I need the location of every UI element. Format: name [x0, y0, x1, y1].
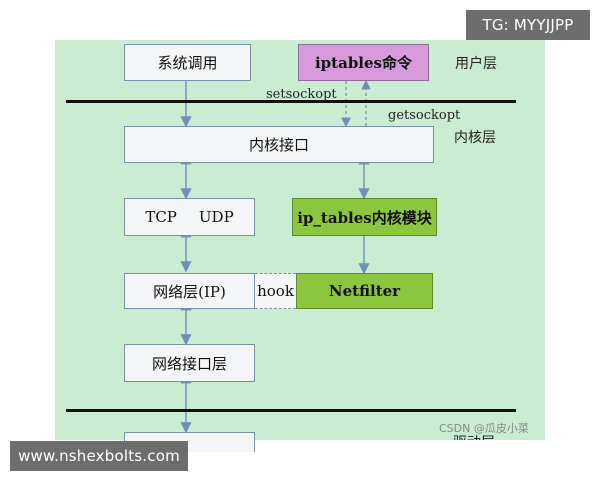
netfilter-label: Netfilter — [328, 282, 401, 300]
system-call-box: 系统调用 — [124, 44, 251, 81]
kernel-interface-box: 内核接口 — [124, 126, 434, 163]
iptables-command-label: iptables命令 — [314, 54, 412, 72]
setsockopt-label: setsockopt — [266, 87, 337, 102]
ip-tables-kernel-module-box: ip_tables内核模块 — [292, 198, 437, 236]
kernel-layer-label: 内核层 — [454, 130, 496, 146]
tcp-label: TCP — [145, 208, 177, 226]
hook-label: hook — [257, 282, 294, 300]
bottom-left-watermark: www.nshexbolts.com — [10, 441, 188, 471]
user-kernel-divider — [66, 100, 516, 103]
tcp-udp-box: TCP UDP — [124, 198, 255, 236]
kernel-driver-divider — [66, 409, 516, 412]
udp-label: UDP — [198, 208, 234, 226]
csdn-watermark-text: CSDN @瓜皮小菜 — [439, 422, 529, 435]
ip-tables-kernel-module-label: ip_tables内核模块 — [297, 208, 432, 227]
network-interface-layer-box: 网络接口层 — [124, 344, 255, 382]
user-layer-label: 用户层 — [455, 56, 497, 72]
network-layer-ip-box: 网络层(IP) — [124, 273, 255, 309]
network-layer-ip-label: 网络层(IP) — [153, 282, 226, 301]
netfilter-box: Netfilter — [296, 273, 433, 309]
driver-layer-label: 驱动层 — [453, 432, 495, 440]
iptables-command-box: iptables命令 — [298, 44, 429, 81]
system-call-label: 系统调用 — [157, 54, 218, 72]
hook-box: hook — [255, 273, 296, 309]
network-interface-layer-label: 网络接口层 — [151, 354, 227, 373]
kernel-interface-label: 内核接口 — [248, 136, 309, 154]
getsockopt-label: getsockopt — [388, 108, 461, 123]
top-right-watermark: TG: MYYJJPP — [466, 10, 590, 40]
